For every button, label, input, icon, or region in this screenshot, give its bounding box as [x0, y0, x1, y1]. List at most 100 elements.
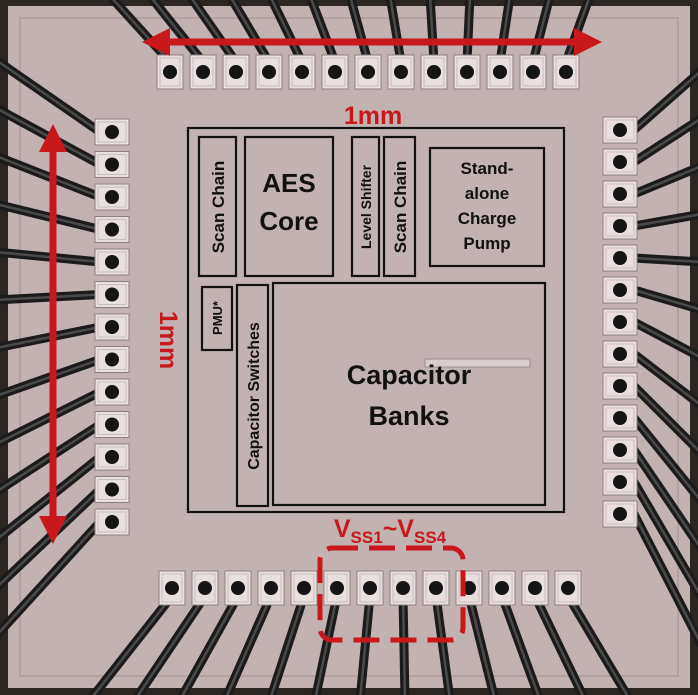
bond-pad-inner: [392, 573, 414, 603]
bond-ball: [105, 190, 119, 204]
scan-chain-left-block: [197, 135, 238, 278]
bond-pad: [94, 378, 130, 406]
bond-pad-inner: [605, 439, 635, 461]
bond-pad-inner: [97, 251, 127, 273]
bond-wire-highlight: [632, 448, 698, 547]
scan-chain-left-label: Scan Chain: [209, 161, 228, 254]
bond-ball: [613, 379, 627, 393]
bond-wire-highlight: [467, 594, 496, 695]
bond-pad-inner: [489, 57, 511, 87]
bond-pad-inner: [605, 215, 635, 237]
capacitor-switches-block: [235, 283, 270, 508]
bond-wire-highlight: [632, 166, 698, 196]
bond-wire-highlight: [270, 594, 306, 695]
bond-pad-inner: [97, 349, 127, 370]
vss-sub2: SS4: [414, 528, 447, 547]
bond-pad-inner: [97, 511, 127, 533]
bond-pad-inner: [97, 381, 127, 403]
capacitor-banks-label-line1: Capacitor: [347, 360, 472, 390]
bond-ball: [330, 581, 344, 595]
bond-pad-inner: [97, 121, 127, 143]
pmu-label: PMU*: [210, 300, 225, 335]
bond-wire-highlight: [632, 213, 698, 228]
bond-ball: [264, 581, 278, 595]
bond-pad-inner: [159, 57, 181, 87]
dimension-annotations: 1mm 1mm: [39, 27, 602, 544]
bond-pad-inner: [390, 57, 412, 87]
bond-wire-highlight: [225, 594, 273, 695]
bond-wire-highlight: [632, 320, 698, 358]
bond-ball: [105, 125, 119, 139]
bond-ball: [429, 581, 443, 595]
bond-pad: [455, 570, 483, 606]
bond-pad-inner: [357, 57, 379, 87]
charge-pump-block: [428, 146, 546, 268]
bond-pad-inner: [97, 446, 127, 468]
bond-ball: [394, 65, 408, 79]
bond-ball: [427, 65, 441, 79]
vss-sub1: SS1: [351, 528, 383, 547]
bond-pad-inner: [225, 57, 247, 87]
bond-pad-inner: [605, 503, 635, 525]
bond-ball: [163, 65, 177, 79]
bond-pad-inner: [605, 407, 635, 429]
bond-ball: [363, 581, 377, 595]
bond-pad-inner: [605, 471, 635, 493]
bond-pad-inner: [605, 343, 635, 365]
bond-wire-highlight: [632, 352, 698, 405]
bond-ball: [295, 65, 309, 79]
charge-pump-label-line4: Pump: [463, 234, 510, 253]
bond-ball: [613, 347, 627, 361]
bond-ball: [262, 65, 276, 79]
charge-pump-label-line2: alone: [465, 184, 509, 203]
bond-pad-inner: [605, 279, 635, 301]
bond-wire-highlight: [632, 416, 698, 500]
bond-ball: [613, 251, 627, 265]
bond-pad-inner: [605, 247, 635, 269]
bond-pad-inner: [97, 316, 127, 338]
bond-ball: [396, 581, 410, 595]
bond-pad: [224, 570, 252, 606]
bond-wire-highlight: [359, 594, 372, 695]
bond-ball: [613, 507, 627, 521]
bond-pad-inner: [97, 414, 127, 435]
bond-pad-inner: [425, 573, 447, 603]
bond-pad-inner: [260, 573, 282, 603]
scan-chain-right-label: Scan Chain: [391, 161, 410, 254]
bond-pad-inner: [605, 151, 635, 173]
bond-ball: [297, 581, 311, 595]
bond-ball: [196, 65, 210, 79]
bond-wire-highlight: [533, 594, 584, 695]
bond-pad-inner: [456, 57, 478, 87]
bond-ball: [229, 65, 243, 79]
bond-wire-highlight: [136, 594, 207, 695]
bond-pad-inner: [524, 573, 546, 603]
charge-pump-label-line3: Charge: [458, 209, 517, 228]
vss-tilde: ~: [383, 515, 398, 543]
bond-pad: [602, 244, 638, 272]
floorplan: [186, 126, 566, 514]
bond-ball: [105, 320, 119, 334]
bond-wire-highlight: [632, 512, 698, 641]
bond-wire-highlight: [632, 288, 698, 311]
bond-ball: [198, 581, 212, 595]
vss-annotation: VSS1~VSS4: [317, 515, 466, 643]
bond-wire-highlight: [500, 594, 540, 695]
bond-wire-highlight: [434, 594, 451, 695]
bond-ball: [613, 283, 627, 297]
bond-ball: [613, 155, 627, 169]
bond-wire-highlight: [632, 384, 698, 452]
bond-ball: [105, 417, 119, 432]
bond-ball: [613, 443, 627, 457]
bond-ball: [493, 65, 507, 79]
bond-ball: [361, 65, 375, 79]
bond-pad-inner: [458, 573, 480, 603]
bond-pad-inner: [555, 57, 577, 87]
bond-wire-highlight: [632, 256, 698, 264]
bond-ball: [105, 222, 119, 237]
bond-pad: [420, 54, 448, 90]
bond-ball: [613, 187, 627, 201]
bond-pad-inner: [605, 375, 635, 397]
bond-ball: [526, 65, 540, 79]
